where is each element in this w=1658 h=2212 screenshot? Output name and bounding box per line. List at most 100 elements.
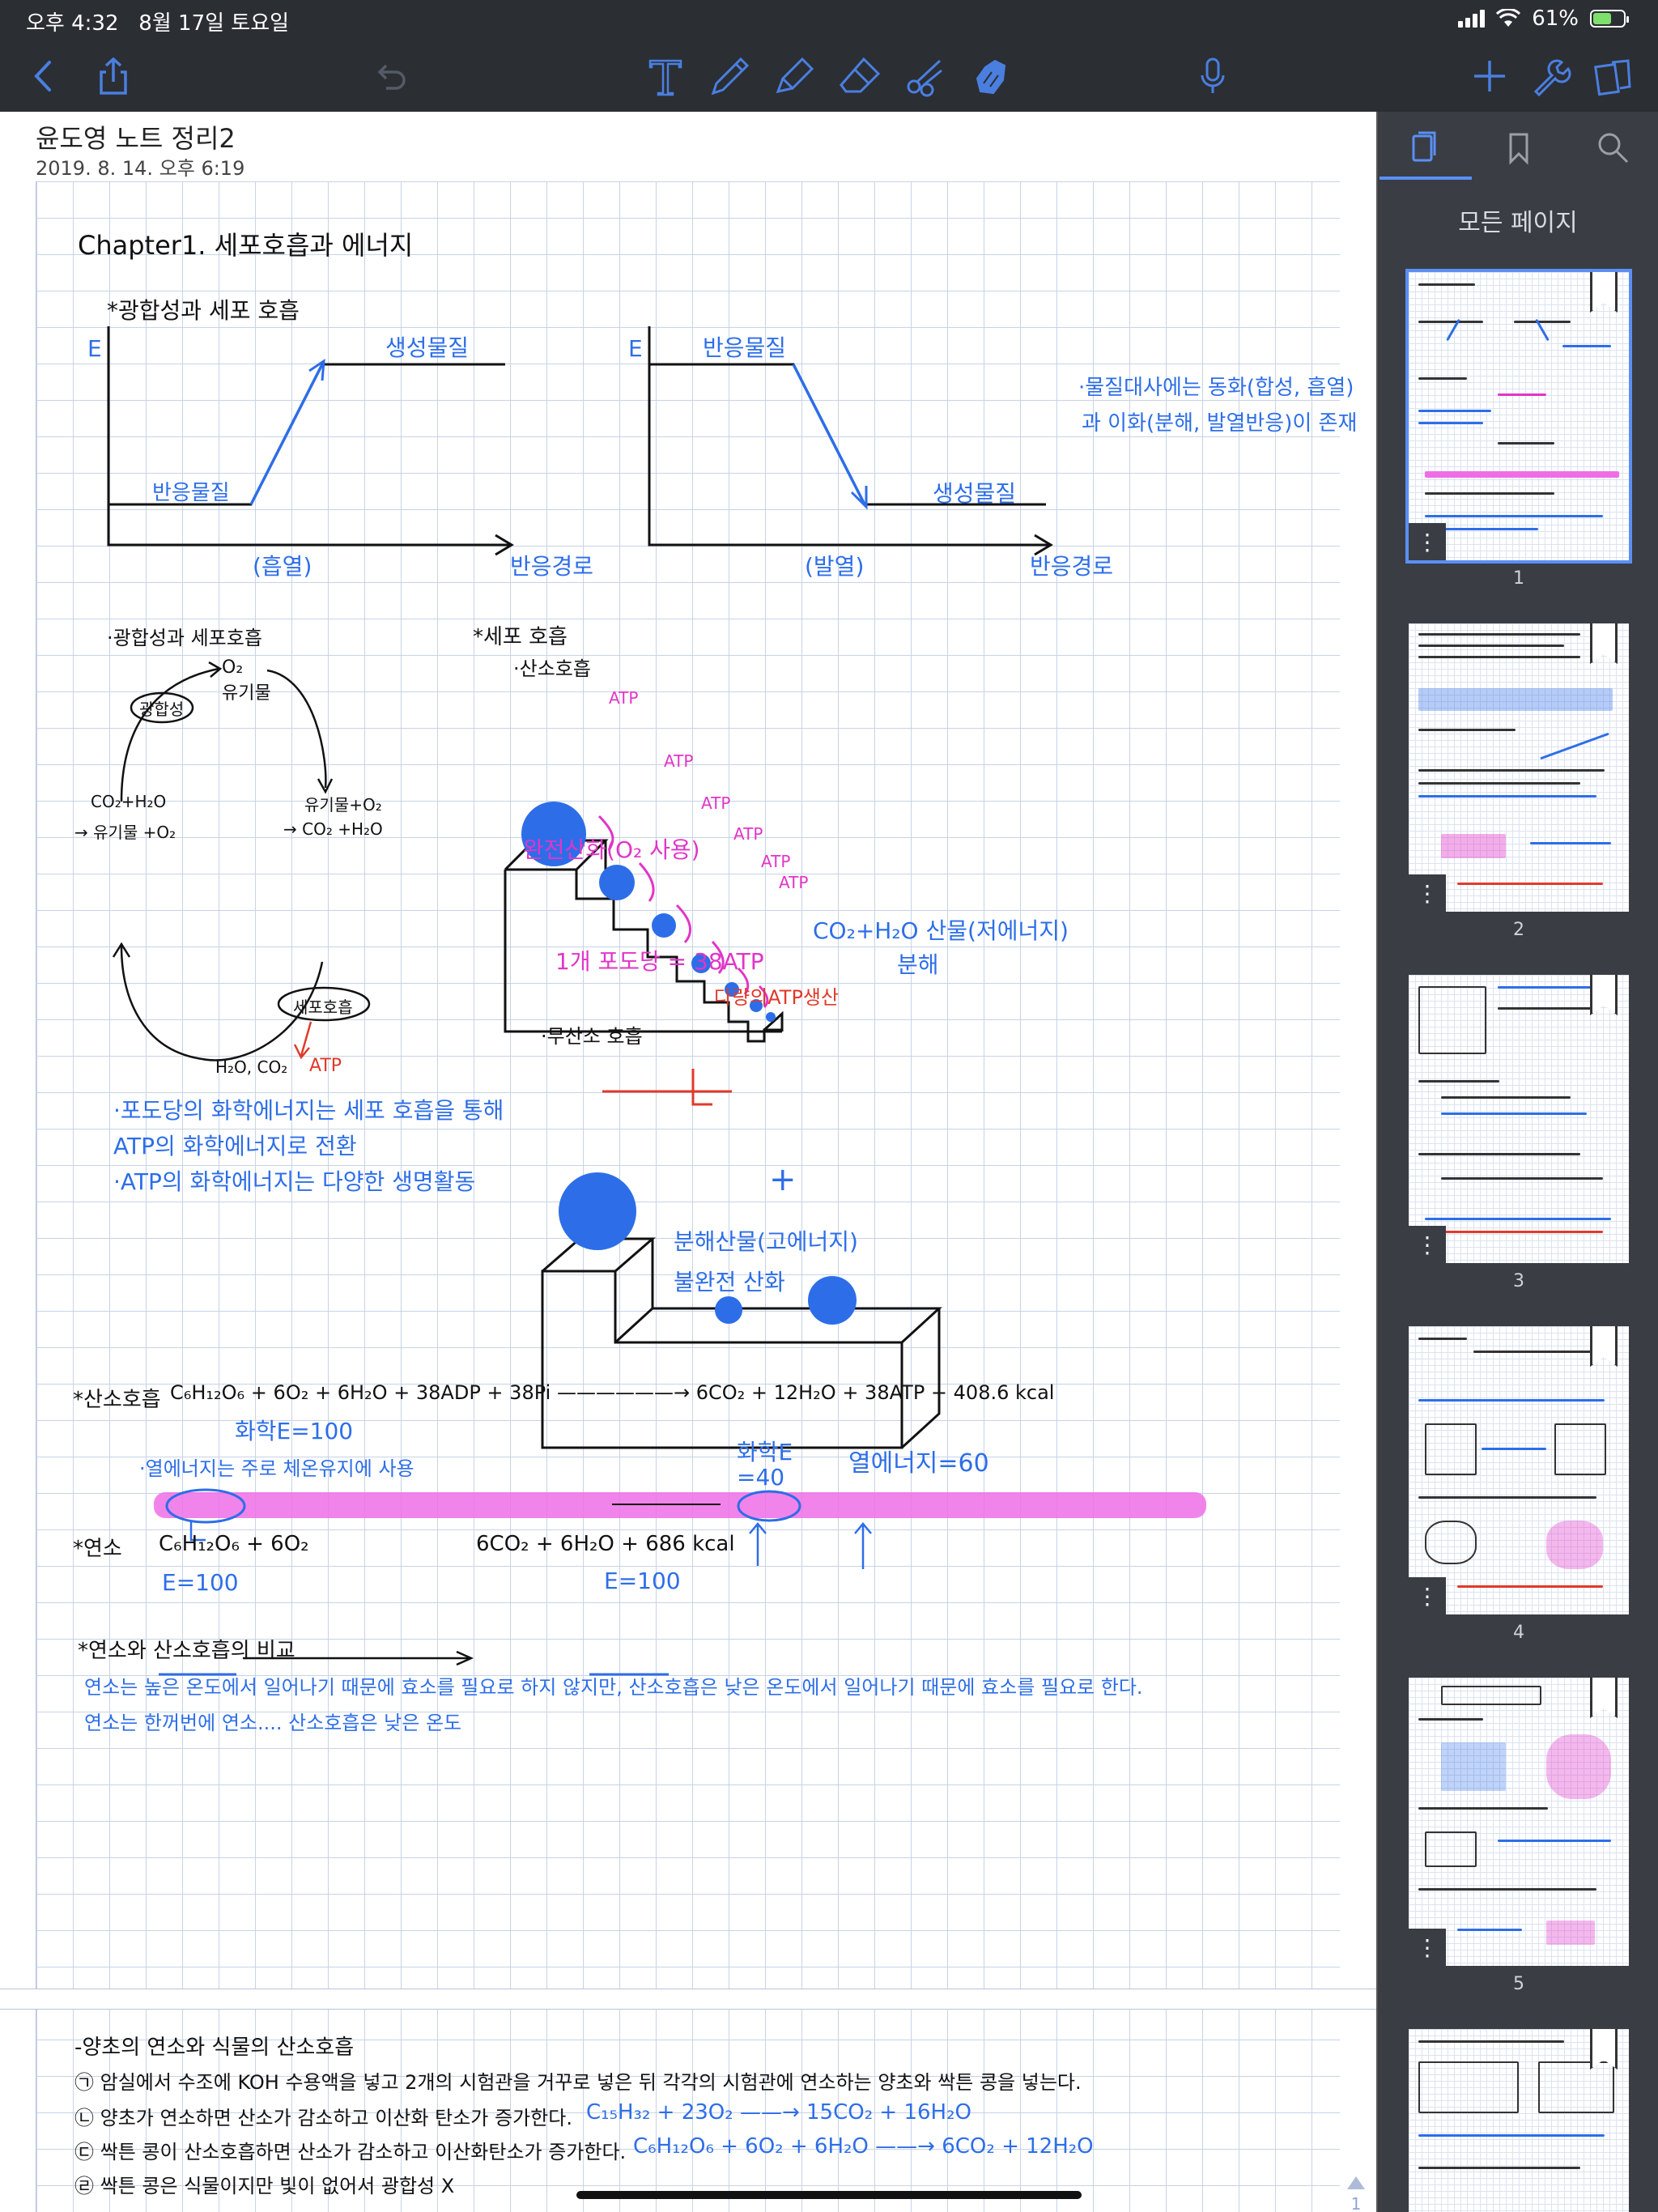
wrench-icon[interactable] <box>1527 52 1575 100</box>
scroll-up-icon[interactable] <box>1347 2176 1365 2189</box>
signal-icon <box>1458 10 1486 28</box>
grid-paper[interactable] <box>36 181 1340 2212</box>
glucose-line3: ·ATP의 화학에너지는 다양한 생명활동 <box>113 1168 476 1195</box>
atp-label-4: ATP <box>733 824 763 844</box>
graph2-products: 생성물질 <box>933 480 1017 507</box>
page-thumbnail-2[interactable]: ⋮ <box>1409 623 1629 912</box>
status-bar: 오후 4:32 8월 17일 토요일 61% <box>0 0 1658 39</box>
status-time-date: 오후 4:32 8월 17일 토요일 <box>26 6 289 36</box>
microphone-icon[interactable] <box>1188 52 1237 100</box>
respiration-title: *세포 호흡 <box>473 625 568 649</box>
hand-icon[interactable] <box>965 52 1014 100</box>
glucose-line2: ATP의 화학에너지로 전환 <box>113 1133 357 1159</box>
wifi-icon <box>1496 9 1521 27</box>
pages-icon[interactable] <box>1588 52 1637 100</box>
energy-graph-release <box>648 326 1053 556</box>
respiration-equation: C₆H₁₂O₆ + 6O₂ + 6H₂O + 38ADP + 38Pi ————… <box>170 1381 1055 1404</box>
bookmark-tab-icon[interactable] <box>1494 123 1543 172</box>
page2-line2: ㉡ 양초가 연소하면 산소가 감소하고 이산화 탄소가 증가한다. <box>74 2107 572 2129</box>
graph1-absorb: (흡열) <box>253 553 312 580</box>
photosynthesis-cycle <box>112 661 371 1061</box>
battery-icon <box>1590 10 1629 28</box>
cycle-photosynthesis: 광합성 <box>139 700 185 719</box>
share-icon[interactable] <box>89 52 138 100</box>
page-options-icon[interactable]: ⋮ <box>1409 523 1446 560</box>
bookmark-icon[interactable] <box>1590 623 1618 664</box>
page-scroller[interactable]: 1 7 <box>1346 2176 1367 2212</box>
one-glucose-atp: 1개 포도당 = 38ATP <box>555 948 764 975</box>
undo-icon[interactable] <box>366 52 414 100</box>
page2-eq2: C₆H₁₂O₆ + 6O₂ + 6H₂O ——→ 6CO₂ + 12H₂O <box>633 2134 1094 2159</box>
complete-oxidation: 완전산화(O₂ 사용) <box>523 836 700 863</box>
metabolism-line1: ·물질대사에는 동화(합성, 흡열) <box>1078 376 1354 400</box>
scissors-icon[interactable] <box>900 52 949 100</box>
co2-h2o-product: CO₂+H₂O 산물(저에너지) <box>813 917 1069 944</box>
chem-e-40-b: =40 <box>737 1464 785 1491</box>
combustion-left: C₆H₁₂O₆ + 6O₂ <box>159 1532 309 1556</box>
atp-arrows <box>597 815 769 1009</box>
comparison-title: *연소와 산소호흡의 비교 <box>78 1639 295 1663</box>
metabolism-line2: 과 이화(분해, 발열반응)이 존재 <box>1082 411 1358 436</box>
page-thumbnail-6[interactable] <box>1409 2029 1629 2212</box>
page-thumbnail-4[interactable]: ⋮ <box>1409 1326 1629 1614</box>
text-tool-icon[interactable] <box>641 52 690 100</box>
status-time: 오후 4:32 <box>26 11 119 36</box>
pages-tab-icon[interactable] <box>1401 123 1449 172</box>
cycle-title: ·광합성과 세포호흡 <box>107 627 262 649</box>
decomposition-label: 분해 <box>897 951 939 978</box>
graph2-release: (발열) <box>805 553 865 580</box>
note-canvas[interactable]: 윤도영 노트 정리2 2019. 8. 14. 오후 6:19 <box>0 112 1376 2212</box>
comparison-line1: 연소는 높은 온도에서 일어나기 때문에 효소를 필요로 하지 않지만, 산소호… <box>84 1676 1143 1699</box>
graph1-e-label: E <box>87 335 102 362</box>
page2-title: -양초의 연소와 식물의 산소호흡 <box>74 2035 355 2060</box>
bookmark-icon[interactable] <box>1590 1326 1618 1367</box>
graph2-e-label: E <box>628 335 643 362</box>
cycle-respiration: 세포호흡 <box>293 998 353 1017</box>
page2-line4: ㉣ 싹튼 콩은 식물이지만 빛이 없어서 광합성 X <box>74 2175 455 2197</box>
many-atp-produced: 다량의ATP생산 <box>714 986 840 1009</box>
page-thumbnail-3[interactable]: ⋮ <box>1409 975 1629 1263</box>
cycle-bottom: H₂O, CO₂ <box>215 1057 288 1077</box>
cycle-left-1: CO₂+H₂O <box>91 792 167 811</box>
add-icon[interactable] <box>1465 52 1514 100</box>
cycle-o2: O₂ <box>222 657 244 678</box>
bookmark-icon[interactable] <box>1590 272 1618 313</box>
back-icon[interactable] <box>19 52 68 100</box>
bookmark-icon[interactable] <box>1590 975 1618 1015</box>
page-options-icon[interactable]: ⋮ <box>1409 1577 1446 1614</box>
status-date: 8월 17일 토요일 <box>138 11 290 36</box>
cycle-right-1: 유기물+O₂ <box>304 795 382 815</box>
search-tab-icon[interactable] <box>1588 123 1637 172</box>
pen-icon[interactable] <box>706 52 755 100</box>
active-tab-indicator <box>1380 177 1472 180</box>
page-options-icon[interactable]: ⋮ <box>1409 874 1446 912</box>
graph1-reactants: 반응물질 <box>152 481 230 505</box>
drawing-layer <box>107 326 1206 1676</box>
combustion-e-left: E=100 <box>162 1569 239 1596</box>
chem-e-40-a: 화학E <box>737 1439 793 1465</box>
graph2-reactants: 반응물질 <box>703 334 787 361</box>
bookmark-icon[interactable] <box>1590 1678 1618 1718</box>
combustion-e-right: E=100 <box>604 1568 681 1594</box>
graph2-xlabel: 반응경로 <box>1030 553 1114 580</box>
chem-e-100: 화학E=100 <box>235 1418 354 1444</box>
energy-graph-absorb <box>107 326 514 556</box>
all-pages-heading: 모든 페이지 <box>1458 209 1578 237</box>
aerobic-label: ·산소호흡 <box>513 657 591 680</box>
home-indicator[interactable] <box>576 2191 1082 2199</box>
status-right: 61% <box>1458 6 1629 31</box>
atp-label-6: ATP <box>779 873 809 892</box>
page2-line3: ㉢ 싹튼 콩이 산소호흡하면 산소가 감소하고 이산화탄소가 증가한다. <box>74 2141 627 2163</box>
cycle-left-2: → 유기물 +O₂ <box>74 823 176 842</box>
page-options-icon[interactable]: ⋮ <box>1409 1226 1446 1263</box>
heat-e-60: 열에너지=60 <box>848 1449 989 1478</box>
page-options-icon[interactable]: ⋮ <box>1409 1929 1446 1966</box>
page-thumbnail-5[interactable]: ⋮ <box>1409 1678 1629 1966</box>
comparison-line2: 연소는 한꺼번에 연소.... 산소호흡은 낮은 온도 <box>84 1712 462 1734</box>
eraser-icon[interactable] <box>835 52 884 100</box>
page-thumbnail-1[interactable]: ⋮ <box>1405 269 1632 564</box>
page2-line1: ㉠ 암실에서 수조에 KOH 수용액을 넣고 2개의 시험관을 거꾸로 넣은 뒤… <box>74 2071 1082 2094</box>
plus-sign: + <box>769 1161 797 1198</box>
note-title: 윤도영 노트 정리2 <box>36 123 236 154</box>
highlighter-icon[interactable] <box>771 52 819 100</box>
